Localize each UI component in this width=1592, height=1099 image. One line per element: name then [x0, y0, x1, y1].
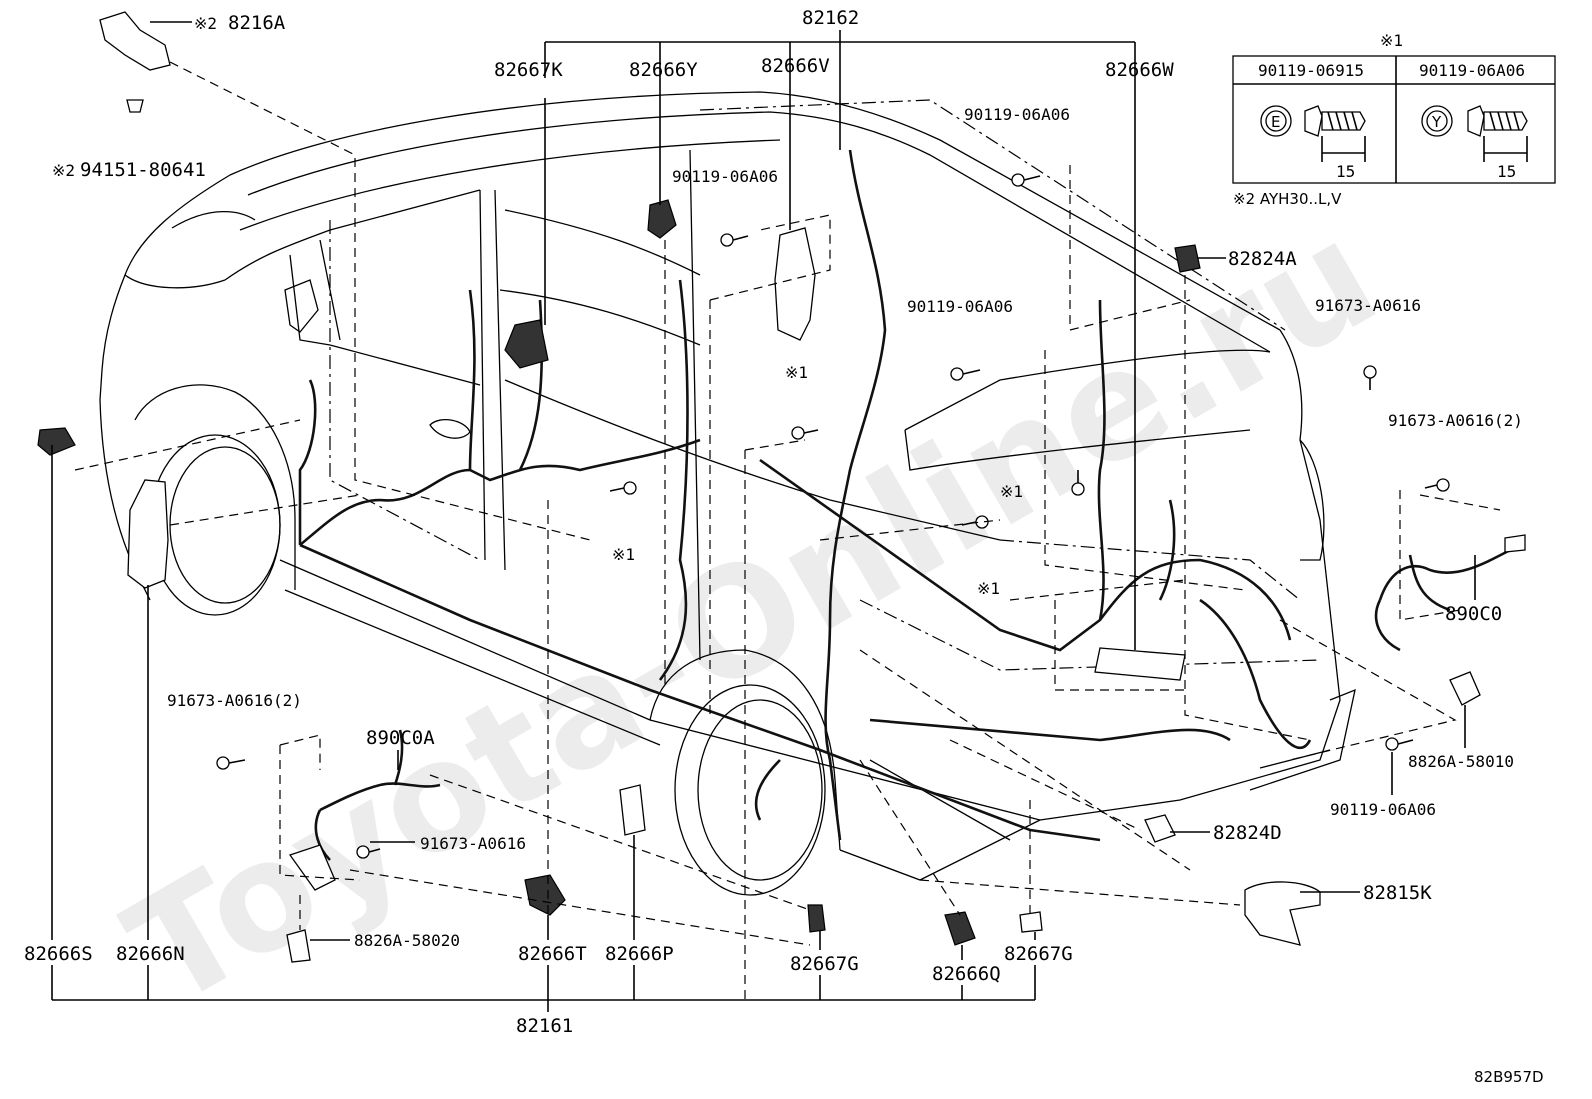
label-82666P[interactable]: 82666P: [605, 943, 674, 965]
label-82666W[interactable]: 82666W: [1105, 59, 1174, 81]
legend-col1-dim: 15: [1336, 162, 1355, 181]
label-82161[interactable]: 82161: [516, 1015, 573, 1037]
bolt-e-icon: E: [1260, 105, 1366, 162]
mark-82216A: ※2: [194, 14, 217, 33]
connector-82666T[interactable]: [524, 874, 566, 916]
label-8826A-58020[interactable]: 8826A-58020: [354, 931, 460, 950]
vehicle-body-outline: [99, 91, 1356, 896]
bolt-legend-table: ※1 90119-06915 90119-06A06 E 15 Y 15: [1232, 31, 1556, 208]
dashed-leader-lines: [74, 61, 1501, 1000]
label-91673-a[interactable]: 91673-A0616: [1315, 296, 1421, 315]
connector-82667G-lower[interactable]: [807, 904, 826, 933]
label-82666V[interactable]: 82666V: [761, 55, 830, 77]
label-82666S[interactable]: 82666S: [24, 943, 93, 965]
label-82824D[interactable]: 82824D: [1213, 822, 1282, 844]
bolt-91673-d[interactable]: [356, 845, 381, 859]
label-90119-c[interactable]: 90119-06A06: [907, 297, 1013, 316]
connector-82667G-rear[interactable]: [1019, 911, 1043, 933]
bolt-91673-c[interactable]: [216, 756, 246, 770]
connector-82666Y[interactable]: [647, 199, 677, 239]
bolt-mark1-a[interactable]: [791, 426, 819, 440]
relay-82666P[interactable]: [619, 784, 646, 836]
label-82824A[interactable]: 82824A: [1228, 248, 1297, 270]
mark1-c: ※1: [1000, 482, 1023, 501]
bolt-mark1-b[interactable]: [609, 481, 637, 495]
sensor-bracket-890C0A[interactable]: [288, 844, 336, 891]
label-890C0A[interactable]: 890C0A: [366, 727, 435, 749]
bolt-90119-a[interactable]: [720, 233, 749, 247]
bolt-90119-d[interactable]: [1385, 737, 1414, 751]
connector-82666Q[interactable]: [944, 911, 976, 946]
label-82666N[interactable]: 82666N: [116, 943, 185, 965]
label-82815K[interactable]: 82815K: [1363, 882, 1432, 904]
label-91673-c[interactable]: 91673-A0616(2): [167, 691, 302, 710]
bolt-90119-c[interactable]: [950, 367, 981, 381]
mark-94151: ※2: [52, 161, 75, 180]
bracket-8826A-58020[interactable]: [286, 929, 311, 963]
bolt-91673-a[interactable]: [1363, 365, 1377, 390]
parts: [37, 11, 1526, 963]
bracket-8826A-58010[interactable]: [1449, 671, 1481, 706]
legend-mark: ※1: [1380, 31, 1403, 50]
bolt-y-icon: Y: [1421, 105, 1528, 162]
mark1-d: ※1: [977, 579, 1000, 598]
legend-col2-dim: 15: [1497, 162, 1516, 181]
label-890C0[interactable]: 890C0: [1445, 603, 1502, 625]
connector-82667K[interactable]: [504, 319, 549, 369]
svg-text:Y: Y: [1431, 113, 1442, 131]
legend-col2-header: 90119-06A06: [1419, 61, 1525, 80]
clip-94151-80641[interactable]: [126, 99, 144, 113]
junction-block-82666V[interactable]: [774, 227, 816, 341]
label-90119-b[interactable]: 90119-06A06: [964, 105, 1070, 124]
legend-col1-header: 90119-06915: [1258, 61, 1364, 80]
mark1-b: ※1: [612, 545, 635, 564]
label-8826A-58010[interactable]: 8826A-58010: [1408, 752, 1514, 771]
label-82666Y[interactable]: 82666Y: [629, 59, 698, 81]
svg-text:E: E: [1271, 113, 1280, 131]
bolt-mark1-c[interactable]: [1071, 470, 1085, 496]
sensor-connector-890C0[interactable]: [1504, 534, 1526, 553]
label-82667G-b[interactable]: 82667G: [1004, 943, 1073, 965]
label-90119-d[interactable]: 90119-06A06: [1330, 800, 1436, 819]
mark1-a: ※1: [785, 363, 808, 382]
label-94151-80641[interactable]: 94151-80641: [80, 159, 206, 181]
junction-block-82666W[interactable]: [1094, 647, 1186, 681]
label-82666Q[interactable]: 82666Q: [932, 963, 1001, 985]
label-90119-a[interactable]: 90119-06A06: [672, 167, 778, 186]
label-91673-b[interactable]: 91673-A0616(2): [1388, 411, 1523, 430]
connector-82666S[interactable]: [37, 427, 76, 456]
label-82667K[interactable]: 82667K: [494, 59, 563, 81]
relay-box-82666N[interactable]: [127, 479, 169, 589]
label-91673-d[interactable]: 91673-A0616: [420, 834, 526, 853]
leader-lines: [51, 21, 1476, 1012]
legend-footnote: ※2 AYH30..L,V: [1233, 190, 1342, 208]
bolt-90119-b[interactable]: [1011, 173, 1041, 187]
label-82666T[interactable]: 82666T: [518, 943, 587, 965]
label-82162[interactable]: 82162: [802, 7, 859, 29]
figure-code: 82B957D: [1474, 1068, 1544, 1086]
connector-82824A[interactable]: [1174, 244, 1201, 273]
label-82216A[interactable]: 8216A: [228, 12, 286, 34]
bracket-82216A[interactable]: [99, 11, 171, 71]
label-82667G-a[interactable]: 82667G: [790, 953, 859, 975]
speaker-82815K[interactable]: [1244, 881, 1321, 946]
connector-82824D[interactable]: [1144, 814, 1176, 843]
bolt-91673-b[interactable]: [1424, 478, 1450, 492]
part-labels: 82162 ※2 8216A ※2 94151-80641 82667K 826…: [24, 7, 1523, 1037]
